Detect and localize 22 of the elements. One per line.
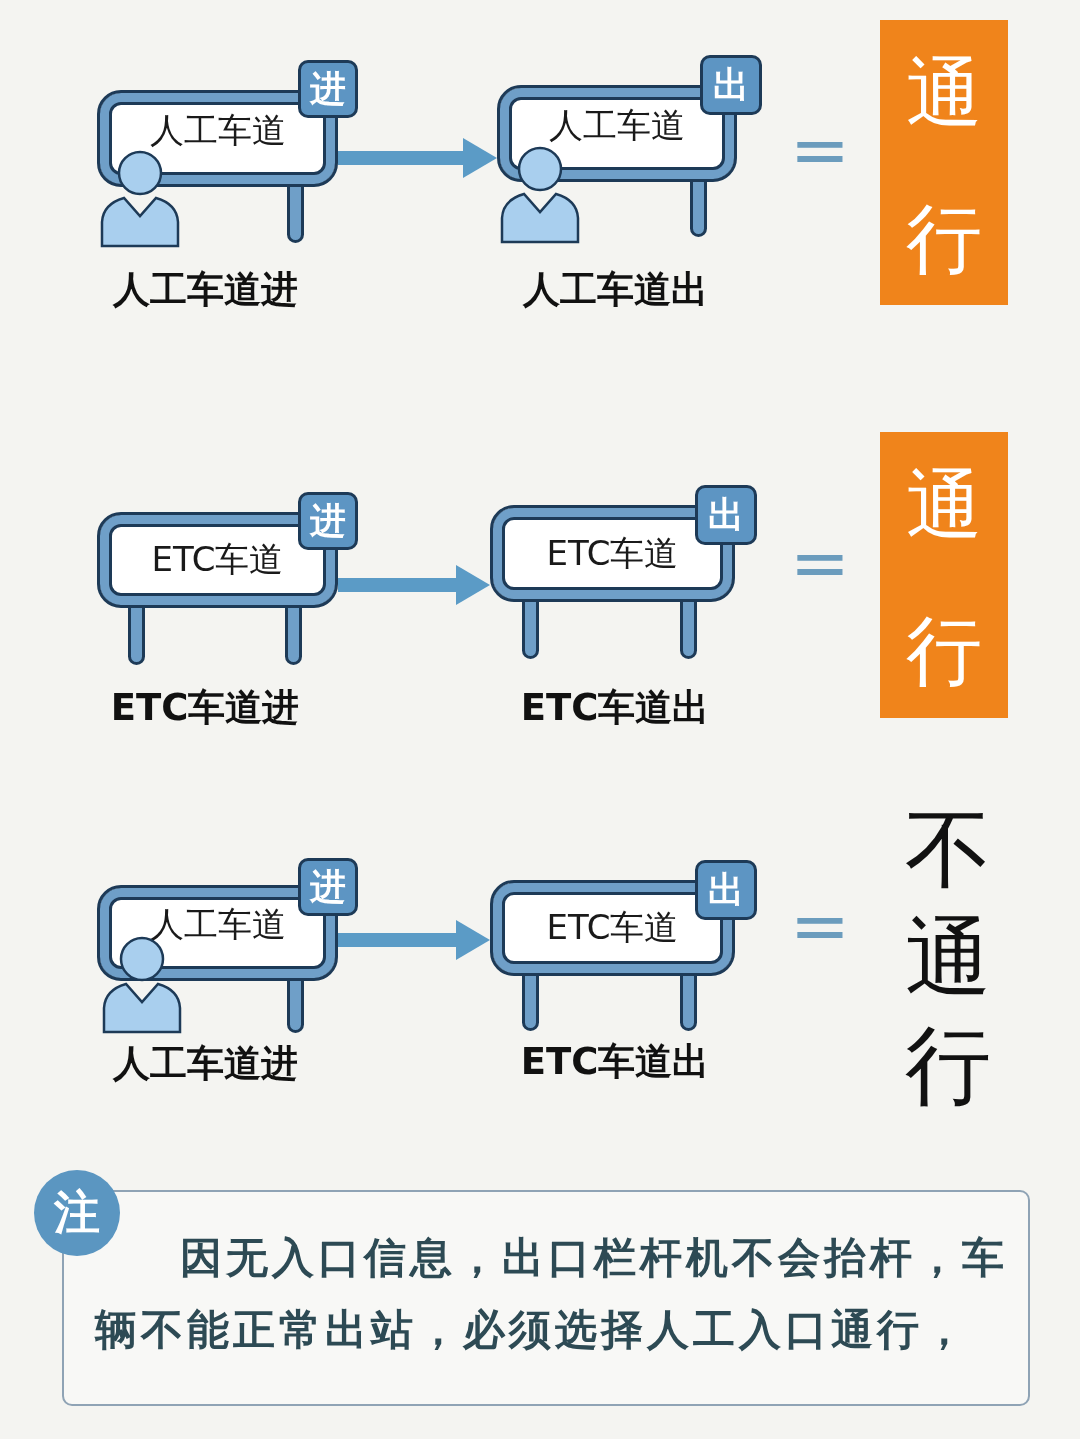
direction-tag: 进 xyxy=(298,858,358,916)
lane-caption: ETC车道出 xyxy=(520,1040,710,1085)
arrow xyxy=(338,920,490,960)
arrow xyxy=(338,138,497,178)
lane-caption: 人工车道进 xyxy=(112,1042,298,1087)
arrow xyxy=(338,565,490,605)
lane-caption: ETC车道出 xyxy=(520,686,710,731)
lane-caption: 人工车道出 xyxy=(522,268,708,313)
direction-tag: 进 xyxy=(298,492,358,550)
equals-sign: = xyxy=(789,113,851,185)
result-banner: 通行 xyxy=(880,20,1008,305)
result-text: 不通行 xyxy=(904,798,992,1117)
result-banner: 通行 xyxy=(880,432,1008,718)
direction-tag: 出 xyxy=(695,485,757,545)
direction-tag: 出 xyxy=(700,55,762,115)
equals-sign: = xyxy=(789,889,851,961)
note-tag: 注 xyxy=(34,1170,120,1256)
lane-caption: ETC车道进 xyxy=(110,686,300,731)
direction-tag: 出 xyxy=(695,860,757,920)
direction-tag: 进 xyxy=(298,60,358,118)
equals-sign: = xyxy=(789,526,851,598)
lane-caption: 人工车道进 xyxy=(112,268,298,313)
